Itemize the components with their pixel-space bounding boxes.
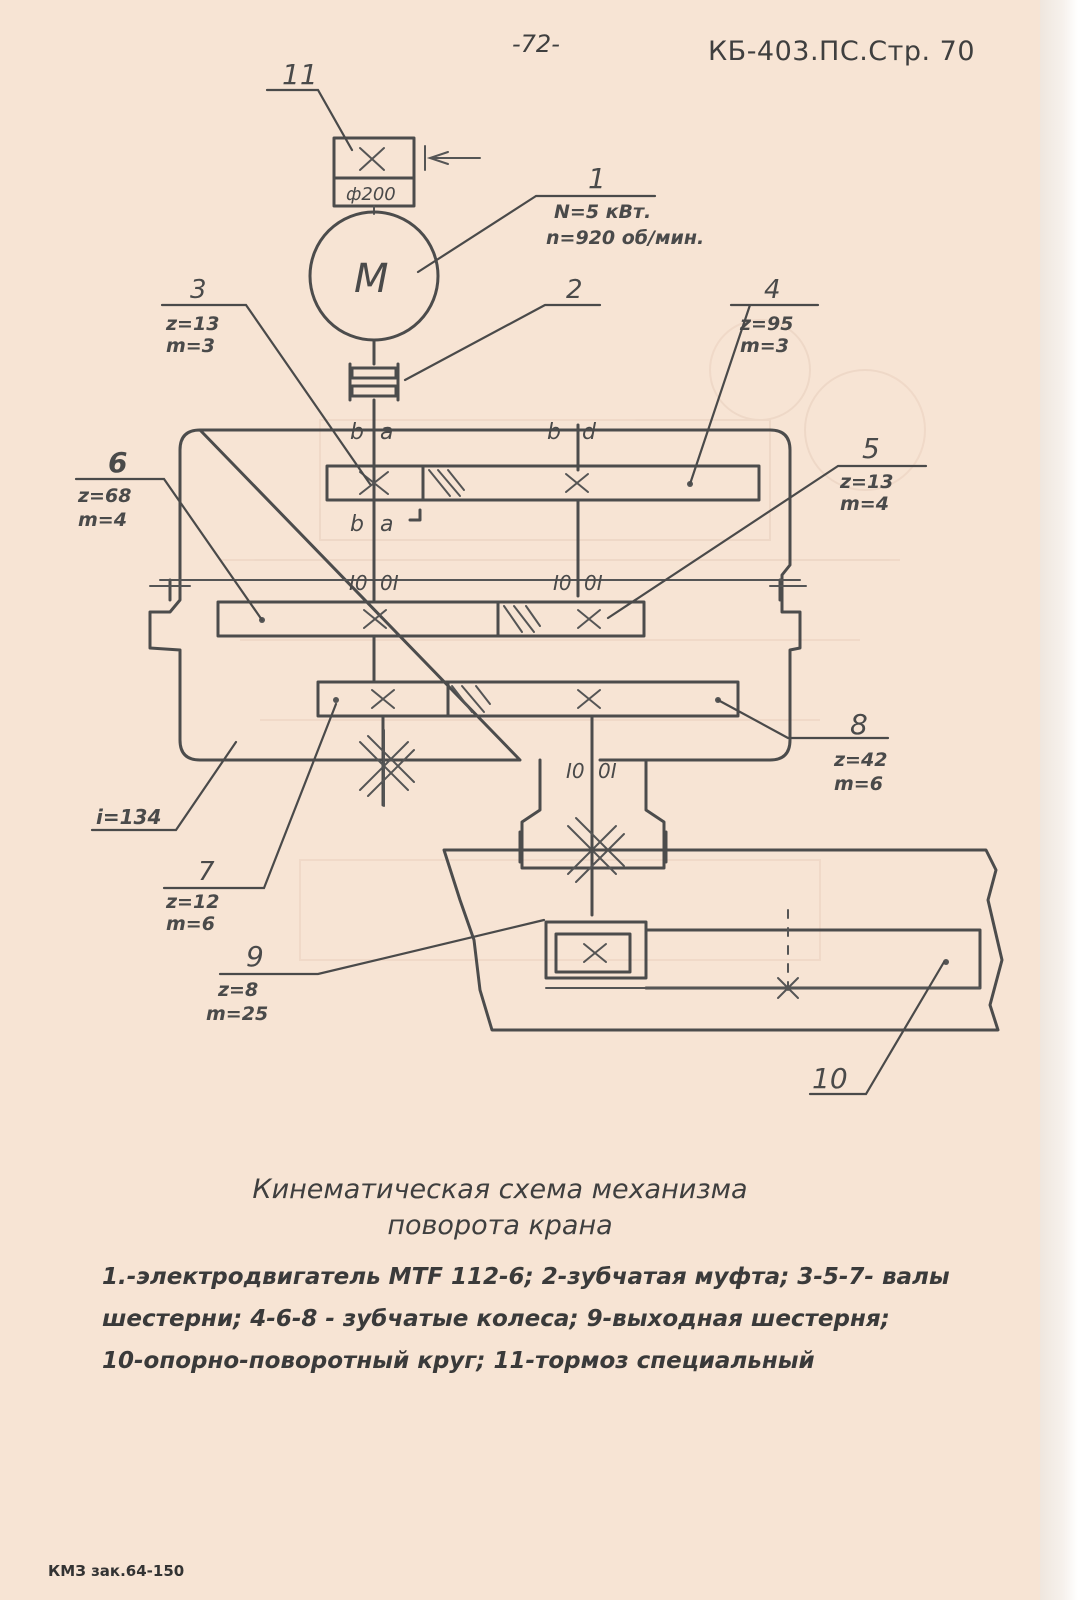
svg-text:I0: I0 xyxy=(553,571,572,595)
print-mark: КМЗ зак.64-150 xyxy=(48,1562,185,1580)
brake xyxy=(332,136,481,215)
caption-title-line1: Кинематическая схема механизма xyxy=(252,1174,748,1205)
kinematic-diagram: b a b d b a I0 0I I0 0I xyxy=(74,58,1004,1096)
pinion9-m: m=25 xyxy=(206,1003,268,1025)
svg-text:I0: I0 xyxy=(349,571,368,595)
svg-text:a: a xyxy=(380,420,393,445)
crane-base xyxy=(442,848,1004,1032)
shaft3-m: m=3 xyxy=(166,335,215,357)
svg-text:0I: 0I xyxy=(380,571,399,595)
label-9: 9 xyxy=(246,940,264,973)
svg-text:b: b xyxy=(350,512,364,537)
document-page xyxy=(0,0,1040,1600)
caption-title-line2: поворота крана xyxy=(387,1210,613,1241)
svg-text:b: b xyxy=(350,420,364,445)
label-3: 3 xyxy=(190,275,207,305)
svg-text:I0: I0 xyxy=(566,759,585,783)
label-6: 6 xyxy=(108,446,127,479)
bleed-through xyxy=(220,319,926,961)
output-pinion-and-ring xyxy=(544,909,982,1001)
gear8-z: z=42 xyxy=(833,749,887,771)
label-2: 2 xyxy=(566,275,583,305)
gear4-z: z=95 xyxy=(739,313,793,335)
label-10: 10 xyxy=(812,1062,848,1095)
label-4: 4 xyxy=(764,275,781,305)
gear4-m: m=3 xyxy=(740,335,789,357)
shaft5-z: z=13 xyxy=(839,471,893,493)
legend-line2: шестерни; 4-6-8 - зубчатые колеса; 9-вых… xyxy=(102,1306,890,1332)
motor-symbol: M xyxy=(354,256,389,302)
pinion9-z: z=8 xyxy=(217,979,258,1001)
shaft7-z: z=12 xyxy=(165,891,219,913)
label-5: 5 xyxy=(862,432,880,465)
electric-motor xyxy=(308,210,440,366)
svg-text:a: a xyxy=(380,512,393,537)
motor-power: N=5 кВт. xyxy=(554,201,651,223)
legend-line3: 10-опорно-поворотный круг; 11-тормоз спе… xyxy=(102,1348,815,1374)
svg-text:0I: 0I xyxy=(584,571,603,595)
svg-text:d: d xyxy=(582,420,597,445)
gear8-m: m=6 xyxy=(834,773,883,795)
diagram-labels: 11 ф200 M 1 N=5 кВт. n=920 об/мин. 2 3 z… xyxy=(77,58,893,1095)
gearbox-housing xyxy=(148,428,807,762)
page-edge xyxy=(1040,0,1078,1600)
stage1-gears xyxy=(325,464,761,598)
shaft3-z: z=13 xyxy=(165,313,219,335)
top-bearings: b a b d b a xyxy=(350,420,597,537)
stage2-gears xyxy=(216,600,646,682)
middle-bearings: I0 0I I0 0I xyxy=(349,558,603,602)
legend-line1: 1.-электродвигатель МТF 112-6; 2-зубчата… xyxy=(102,1264,950,1290)
shaft7-m: m=6 xyxy=(166,913,215,935)
page-number: -72- xyxy=(512,30,560,58)
brake-diameter: ф200 xyxy=(346,184,396,205)
bevel-gear-left xyxy=(359,729,415,807)
leader-lines xyxy=(74,88,946,1096)
label-8: 8 xyxy=(850,708,868,741)
svg-text:b: b xyxy=(547,420,561,445)
shaft5-m: m=4 xyxy=(840,493,889,515)
label-11: 11 xyxy=(282,58,318,91)
ratio: i=134 xyxy=(96,805,161,829)
motor-speed: n=920 об/мин. xyxy=(546,227,704,249)
document-id: КБ-403.ПС.Стр. 70 xyxy=(708,36,976,67)
gear6-m: m=4 xyxy=(78,509,127,531)
gear6-z: z=68 xyxy=(77,485,131,507)
label-1: 1 xyxy=(588,162,606,195)
stage3-gears xyxy=(316,680,740,917)
label-7: 7 xyxy=(198,857,215,887)
svg-text:0I: 0I xyxy=(598,759,617,783)
